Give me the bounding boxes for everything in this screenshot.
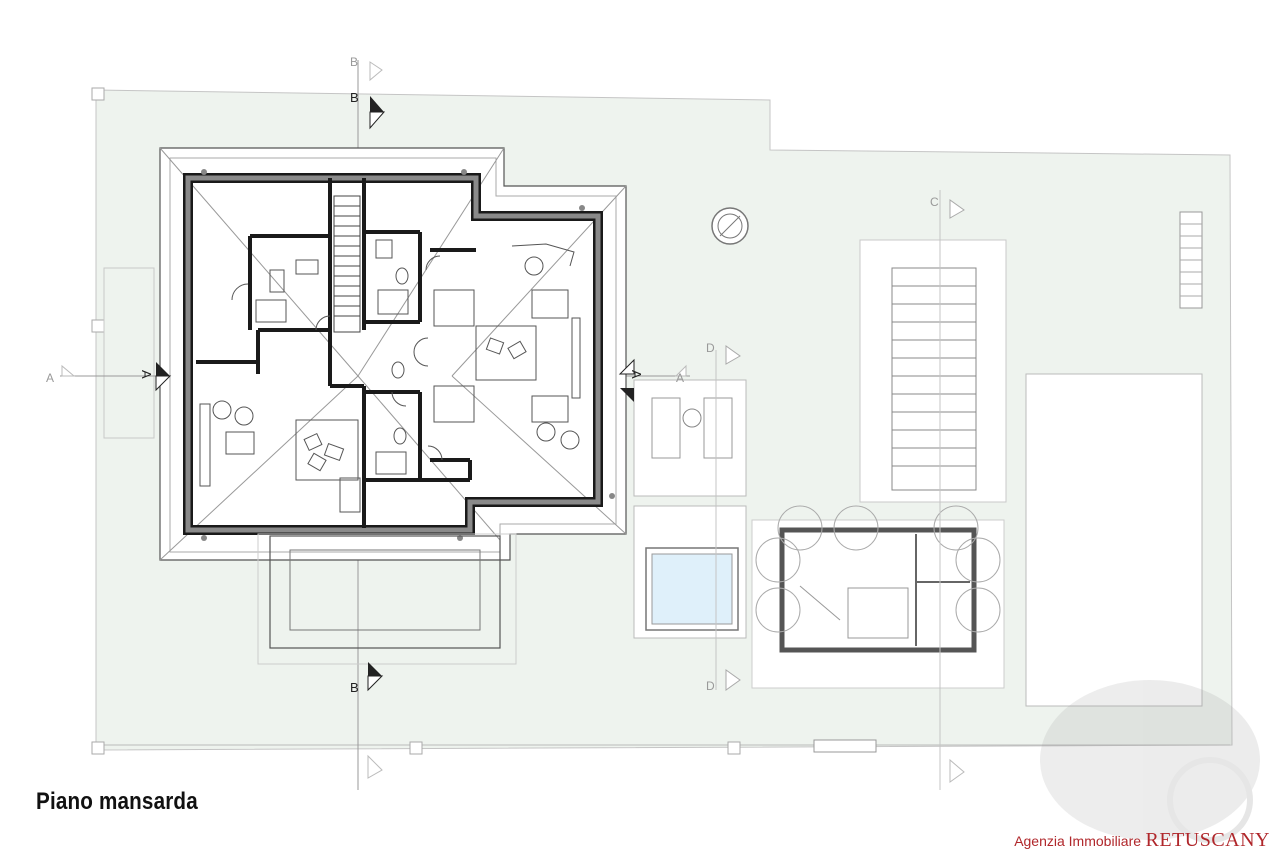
svg-text:D: D — [706, 341, 715, 355]
svg-text:B: B — [350, 680, 359, 695]
section-marker-d: D D — [706, 341, 741, 693]
agency-name: RETUSCANY — [1145, 829, 1270, 851]
interior-stairs — [333, 195, 361, 333]
svg-text:A: A — [139, 370, 154, 379]
agency-watermark-graphic — [1040, 680, 1260, 843]
svg-text:C: C — [930, 195, 939, 209]
section-marker-c: C — [930, 195, 965, 783]
svg-text:A: A — [46, 371, 54, 385]
lower-terrace — [257, 533, 517, 665]
pool-house — [751, 505, 1005, 689]
spa-deck — [633, 379, 747, 639]
section-marker-a-right: A A — [618, 358, 687, 402]
hot-tub — [651, 553, 733, 625]
section-marker-b-bottom: B — [350, 662, 384, 779]
section-marker-b-top: B B — [350, 55, 386, 130]
section-marker-a-left: A A — [46, 362, 172, 392]
plan-title: Piano mansarda — [36, 788, 198, 815]
stairs-treads — [892, 285, 976, 467]
svg-text:A: A — [629, 370, 644, 379]
terrace-areas — [711, 207, 1203, 707]
svg-text:A: A — [676, 371, 684, 385]
main-house — [159, 147, 627, 561]
roof-columns — [201, 169, 615, 541]
bedroom-furniture — [199, 243, 581, 513]
svg-text:B: B — [350, 90, 359, 105]
bathroom-fixtures — [255, 239, 409, 475]
door-swings — [231, 255, 443, 461]
svg-text:D: D — [706, 679, 715, 693]
agency-brand: Agenzia Immobiliare RETUSCANY — [1014, 829, 1270, 852]
agency-prefix: Agenzia Immobiliare — [1014, 833, 1142, 849]
svg-text:B: B — [350, 55, 358, 69]
